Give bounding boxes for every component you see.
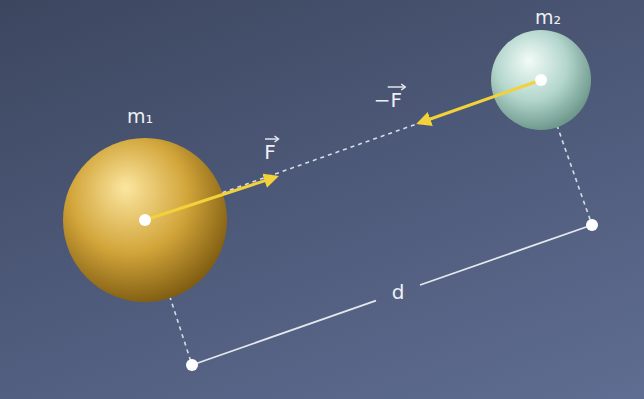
- mass-sphere: m₂: [491, 30, 591, 130]
- center-dot: [139, 214, 151, 226]
- sphere-shape: [491, 30, 591, 130]
- end-dot: [586, 219, 598, 231]
- dimension-line: [420, 225, 592, 285]
- mass-sphere: m₁: [63, 138, 227, 302]
- dimension-line: [192, 301, 376, 365]
- center-line: [222, 97, 494, 193]
- sphere-shape: [63, 138, 227, 302]
- force-label: F: [264, 141, 276, 164]
- sphere-body: [63, 138, 227, 302]
- vector-arrow: [374, 83, 408, 91]
- sphere-body: [491, 30, 591, 130]
- mass-label: m₁: [127, 106, 153, 128]
- center-dot: [535, 74, 547, 86]
- force-arrow: [145, 177, 276, 220]
- force-arrow: [419, 80, 541, 123]
- distance-label: d: [392, 281, 405, 304]
- mass-label: m₂: [535, 7, 561, 29]
- force-label: −F: [374, 89, 402, 112]
- vector-arrow: [264, 135, 282, 143]
- end-dot: [186, 359, 198, 371]
